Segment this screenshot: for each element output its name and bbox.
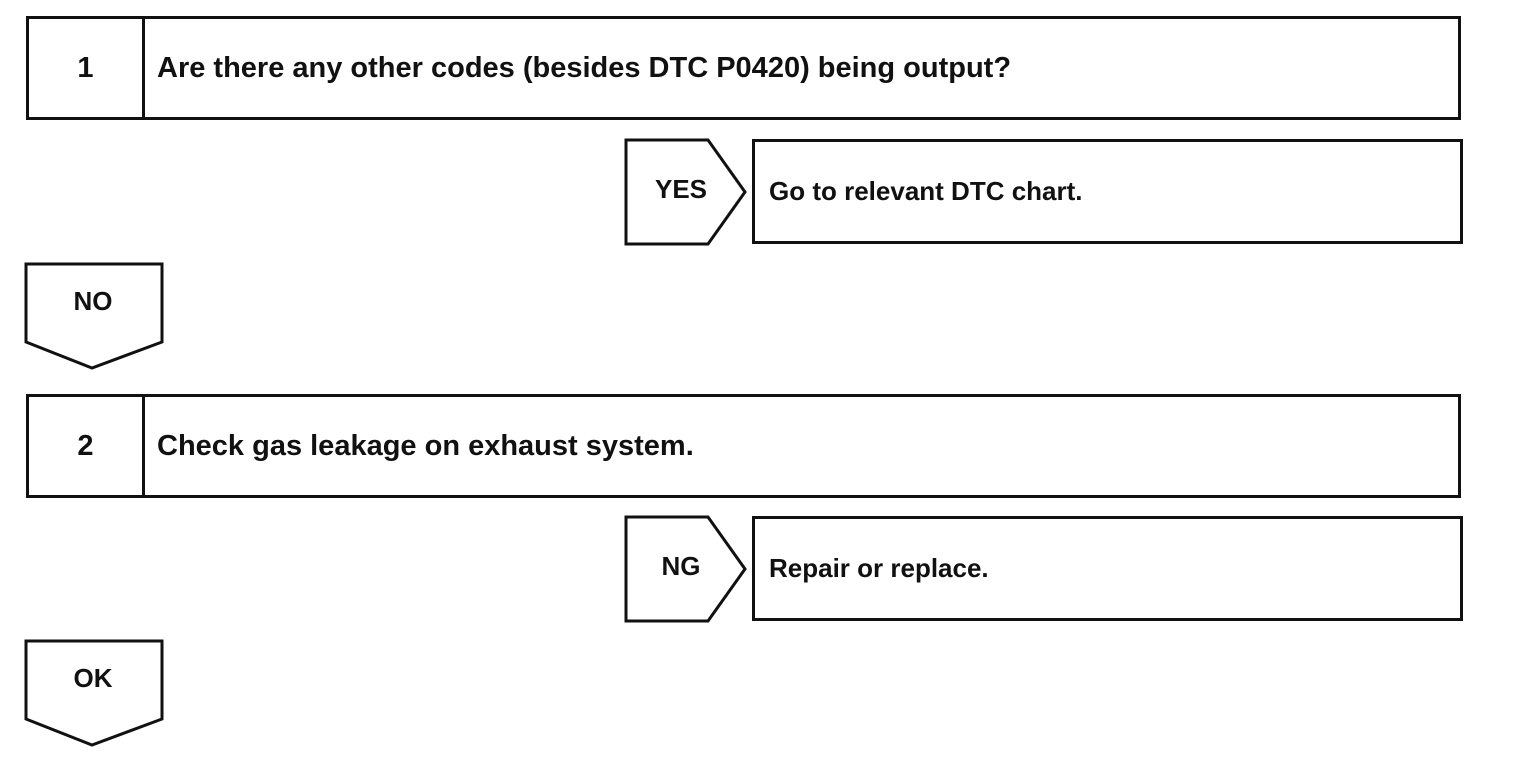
right-pentagon-arrow-shape — [624, 515, 747, 623]
no-continue-arrow: NO — [24, 262, 166, 370]
step-2-box: 2 Check gas leakage on exhaust system. — [26, 394, 1461, 498]
down-pentagon-arrow-shape — [24, 639, 164, 747]
ng-branch-label: NG — [661, 551, 701, 581]
ng-result-text: Repair or replace. — [769, 553, 989, 583]
yes-branch-label: YES — [654, 174, 708, 204]
ok-continue-arrow: OK — [24, 639, 166, 747]
yes-result-box: Go to relevant DTC chart. — [752, 139, 1463, 244]
yes-result-text: Go to relevant DTC chart. — [769, 176, 1083, 206]
ng-branch-arrow: NG — [624, 515, 750, 623]
ng-result-box: Repair or replace. — [752, 516, 1463, 621]
no-continue-label: NO — [73, 286, 113, 316]
step-2-number: 2 — [29, 397, 145, 495]
yes-branch-arrow: YES — [624, 138, 750, 246]
ok-continue-label: OK — [73, 663, 113, 693]
step-1-question: Are there any other codes (besides DTC P… — [157, 51, 1012, 84]
down-pentagon-arrow-shape — [24, 262, 164, 370]
right-pentagon-arrow-shape — [624, 138, 747, 246]
step-2-instruction: Check gas leakage on exhaust system. — [157, 429, 694, 462]
step-1-number: 1 — [29, 19, 145, 117]
step-1-box: 1 Are there any other codes (besides DTC… — [26, 16, 1461, 120]
